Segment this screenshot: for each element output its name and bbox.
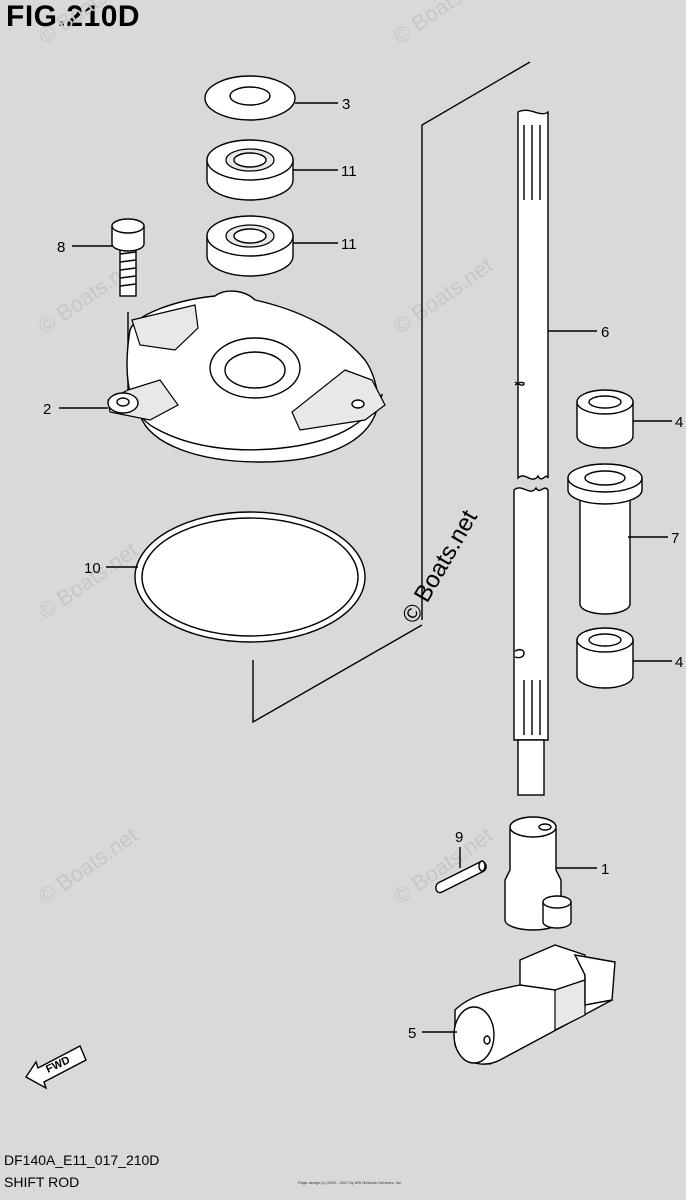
- figure-code: DF140A_E11_017_210D: [4, 1152, 160, 1168]
- part-oil-seal-upper: [206, 139, 294, 201]
- callout-5: 5: [408, 1025, 416, 1042]
- watermark: © Boats.net: [34, 0, 143, 49]
- part-cam: [453, 944, 616, 1065]
- watermark-center: © Boats.net: [397, 505, 483, 628]
- callout-labels: 3 11 11 8 2 10 6 4 7 4 9 1 5: [43, 96, 683, 1042]
- figure-title: FIG.210D: [6, 0, 141, 33]
- part-sleeve: [567, 463, 643, 615]
- part-bushing-lower: [576, 627, 634, 689]
- part-coupling: [504, 816, 572, 931]
- callout-9: 9: [455, 829, 463, 846]
- callout-11-lower: 11: [341, 236, 357, 253]
- part-housing: [107, 290, 386, 463]
- callout-2: 2: [43, 401, 51, 418]
- callout-11-upper: 11: [341, 163, 357, 180]
- fwd-arrow-icon: FWD: [24, 1045, 87, 1090]
- callout-10: 10: [84, 560, 101, 577]
- leader-lines: [59, 102, 672, 1033]
- part-pin: [435, 860, 487, 894]
- part-washer: [204, 75, 296, 121]
- section-bracket: [421, 61, 531, 620]
- watermark: © Boats.net: [34, 537, 143, 624]
- callout-8: 8: [57, 239, 65, 256]
- part-bushing-upper: [576, 389, 634, 449]
- callout-6: 6: [601, 324, 609, 341]
- callout-4-upper: 4: [675, 414, 683, 431]
- section-bracket-lower: [252, 624, 423, 724]
- copyright-note: Page design (c) 2004 - 2017 by ARI Netwo…: [297, 1180, 403, 1185]
- figure-subtitle: SHIFT ROD: [4, 1174, 80, 1190]
- callout-4-lower: 4: [675, 654, 683, 671]
- watermark: © Boats.net: [389, 0, 498, 49]
- watermark: © Boats.net: [389, 252, 498, 339]
- callout-1: 1: [601, 861, 609, 878]
- watermark: © Boats.net: [34, 822, 143, 909]
- part-o-ring: [134, 511, 366, 643]
- callout-3: 3: [342, 96, 350, 113]
- part-shift-rod: [513, 109, 549, 796]
- part-bolt: [111, 218, 145, 392]
- callout-7: 7: [671, 530, 679, 547]
- part-oil-seal-lower: [206, 215, 294, 277]
